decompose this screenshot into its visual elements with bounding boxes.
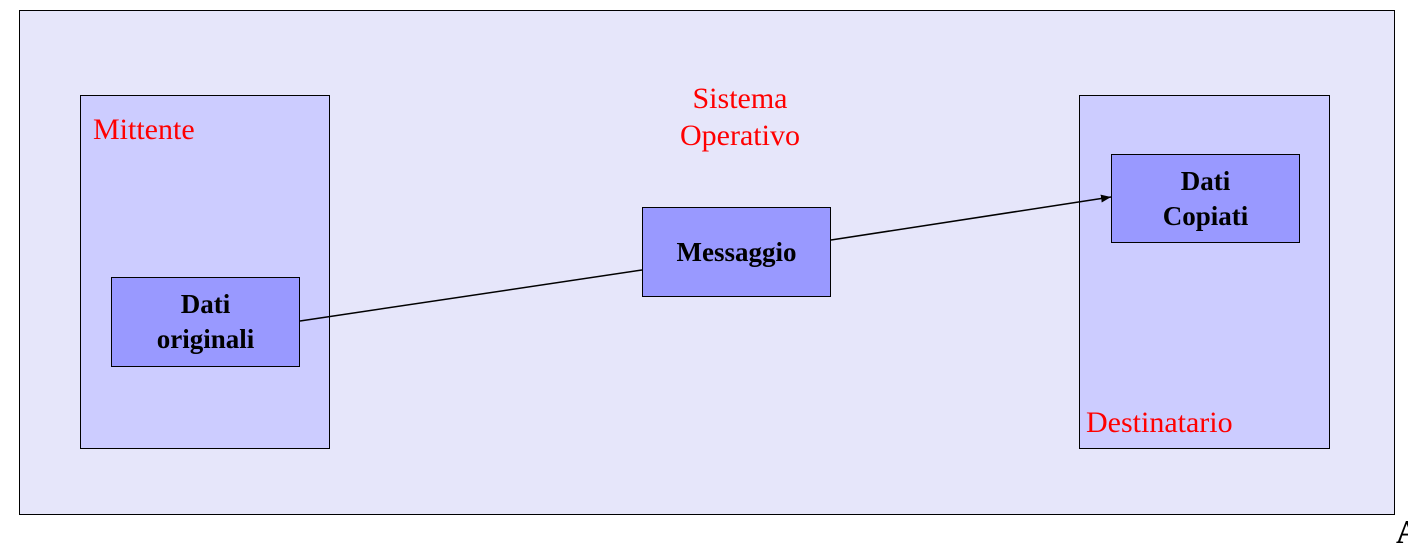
receiver-label: Destinatario [1086,406,1233,439]
corner-glyph: A [1396,514,1408,552]
operating-system-label-line2: Operativo [680,119,800,152]
operating-system-label-line1: Sistema [692,82,788,115]
copied-data-line1: Dati [1180,165,1231,196]
sender-label: Mittente [93,113,195,146]
original-data-box: Dati originali [111,277,300,367]
copied-data-line2: Copiati [1162,200,1249,231]
sender-process-box [80,95,330,449]
message-label: Messaggio [676,236,797,267]
receiver-process-box [1079,95,1330,449]
copied-data-box: Dati Copiati [1111,154,1300,243]
original-data-line1: Dati [180,289,231,319]
message-box: Messaggio [642,207,831,297]
operating-system-label: Sistema Operativo [580,80,900,154]
original-data-line2: originali [156,324,255,354]
